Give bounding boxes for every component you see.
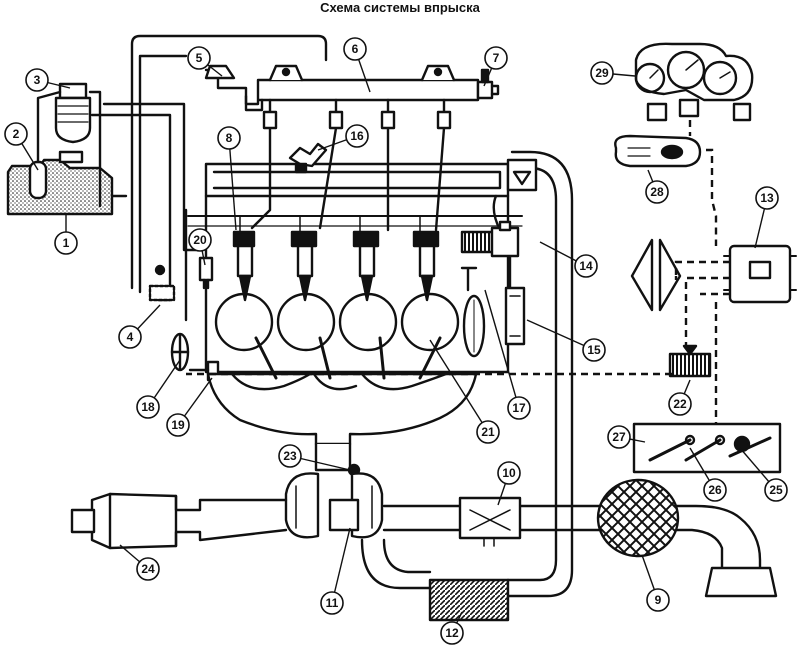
callout-number: 10 xyxy=(502,466,516,480)
coolant-sensor xyxy=(198,256,214,290)
callout-4: 4 xyxy=(118,325,142,349)
callout-number: 18 xyxy=(141,400,155,414)
callout-13: 13 xyxy=(755,186,779,210)
callout-20: 20 xyxy=(188,228,212,252)
callout-7: 7 xyxy=(484,46,508,70)
callout-leader-8 xyxy=(228,137,237,231)
callout-number: 24 xyxy=(141,562,155,576)
callout-18: 18 xyxy=(136,395,160,419)
fuel-filter xyxy=(54,82,92,144)
callout-26: 26 xyxy=(703,478,727,502)
callout-1: 1 xyxy=(54,231,78,255)
callout-leader-17 xyxy=(484,289,520,409)
pedal-sensors xyxy=(632,422,782,474)
callout-23: 23 xyxy=(278,444,302,468)
callout-number: 1 xyxy=(63,236,70,250)
callout-5: 5 xyxy=(187,46,211,70)
callout-21: 21 xyxy=(476,420,500,444)
callout-6: 6 xyxy=(343,37,367,61)
engine-block xyxy=(184,162,523,374)
pressure-regulator xyxy=(204,64,236,80)
callout-number: 27 xyxy=(612,430,626,444)
fuel-rail xyxy=(204,64,480,112)
fuel-tank xyxy=(6,150,114,216)
callout-number: 6 xyxy=(352,42,359,56)
callout-number: 7 xyxy=(493,51,500,65)
callout-14: 14 xyxy=(574,254,598,278)
callout-9: 9 xyxy=(646,588,670,612)
cylinders xyxy=(214,292,460,352)
callout-29: 29 xyxy=(590,61,614,85)
callout-24: 24 xyxy=(136,557,160,581)
callout-number: 2 xyxy=(13,127,20,141)
callout-number: 25 xyxy=(769,483,783,497)
belt-pulley xyxy=(462,294,486,358)
callout-number: 17 xyxy=(512,401,526,415)
diagnostic-connector xyxy=(630,238,682,312)
callout-3: 3 xyxy=(25,68,49,92)
callout-number: 23 xyxy=(283,449,297,463)
callout-leader-21 xyxy=(429,339,489,433)
ignition-key xyxy=(614,134,702,168)
callout-number: 11 xyxy=(326,596,339,610)
callout-number: 4 xyxy=(127,330,134,344)
callout-19: 19 xyxy=(166,413,190,437)
glow-plug-relay xyxy=(668,344,712,378)
callout-27: 27 xyxy=(607,425,631,449)
instrument-cluster xyxy=(634,42,754,122)
intake-pipe xyxy=(382,504,778,598)
callout-number: 26 xyxy=(708,483,722,497)
callout-number: 22 xyxy=(673,397,687,411)
callout-10: 10 xyxy=(497,461,521,485)
callout-number: 28 xyxy=(650,185,664,199)
callout-number: 16 xyxy=(350,129,364,143)
engine-control-unit xyxy=(723,244,797,304)
callout-11: 11 xyxy=(320,591,344,615)
callout-leader-15 xyxy=(526,319,595,351)
callout-leader-11 xyxy=(331,527,351,604)
callout-15: 15 xyxy=(582,338,606,362)
exhaust-pipe xyxy=(70,492,288,550)
callout-number: 12 xyxy=(445,626,459,640)
intercooler-piping xyxy=(360,150,574,598)
callout-8: 8 xyxy=(217,126,241,150)
callout-22: 22 xyxy=(668,392,692,416)
callout-number: 19 xyxy=(171,418,185,432)
callout-number: 13 xyxy=(760,191,774,205)
callout-28: 28 xyxy=(645,180,669,204)
callout-number: 9 xyxy=(655,593,662,607)
callout-number: 14 xyxy=(579,259,593,273)
rail-pressure-sensor xyxy=(476,68,500,100)
callout-number: 21 xyxy=(481,425,495,439)
callout-25: 25 xyxy=(764,478,788,502)
intercooler xyxy=(428,578,510,622)
turbocharger xyxy=(284,472,384,539)
callout-12: 12 xyxy=(440,621,464,645)
egr-valve xyxy=(460,220,520,258)
exhaust-manifold xyxy=(206,336,478,446)
cam-sensor xyxy=(288,142,328,174)
egr-pipe xyxy=(504,286,526,346)
callout-number: 15 xyxy=(587,343,601,357)
injectors xyxy=(232,230,440,302)
rail-fittings xyxy=(262,110,452,130)
callout-17: 17 xyxy=(507,396,531,420)
fuel-pump xyxy=(28,160,48,200)
callout-number: 5 xyxy=(196,51,203,65)
crank-pulley xyxy=(170,332,190,372)
callout-number: 20 xyxy=(193,233,207,247)
callout-2: 2 xyxy=(4,122,28,146)
boost-pressure-sensor xyxy=(460,266,478,292)
callout-16: 16 xyxy=(345,124,369,148)
air-filter xyxy=(596,478,680,558)
fuel-temp-sensor xyxy=(148,264,176,302)
callout-number: 8 xyxy=(226,131,233,145)
diagram-title: Схема системы впрыска xyxy=(320,0,480,15)
mass-air-flow-sensor xyxy=(458,496,522,547)
callout-number: 3 xyxy=(34,73,41,87)
callout-number: 29 xyxy=(595,66,609,80)
